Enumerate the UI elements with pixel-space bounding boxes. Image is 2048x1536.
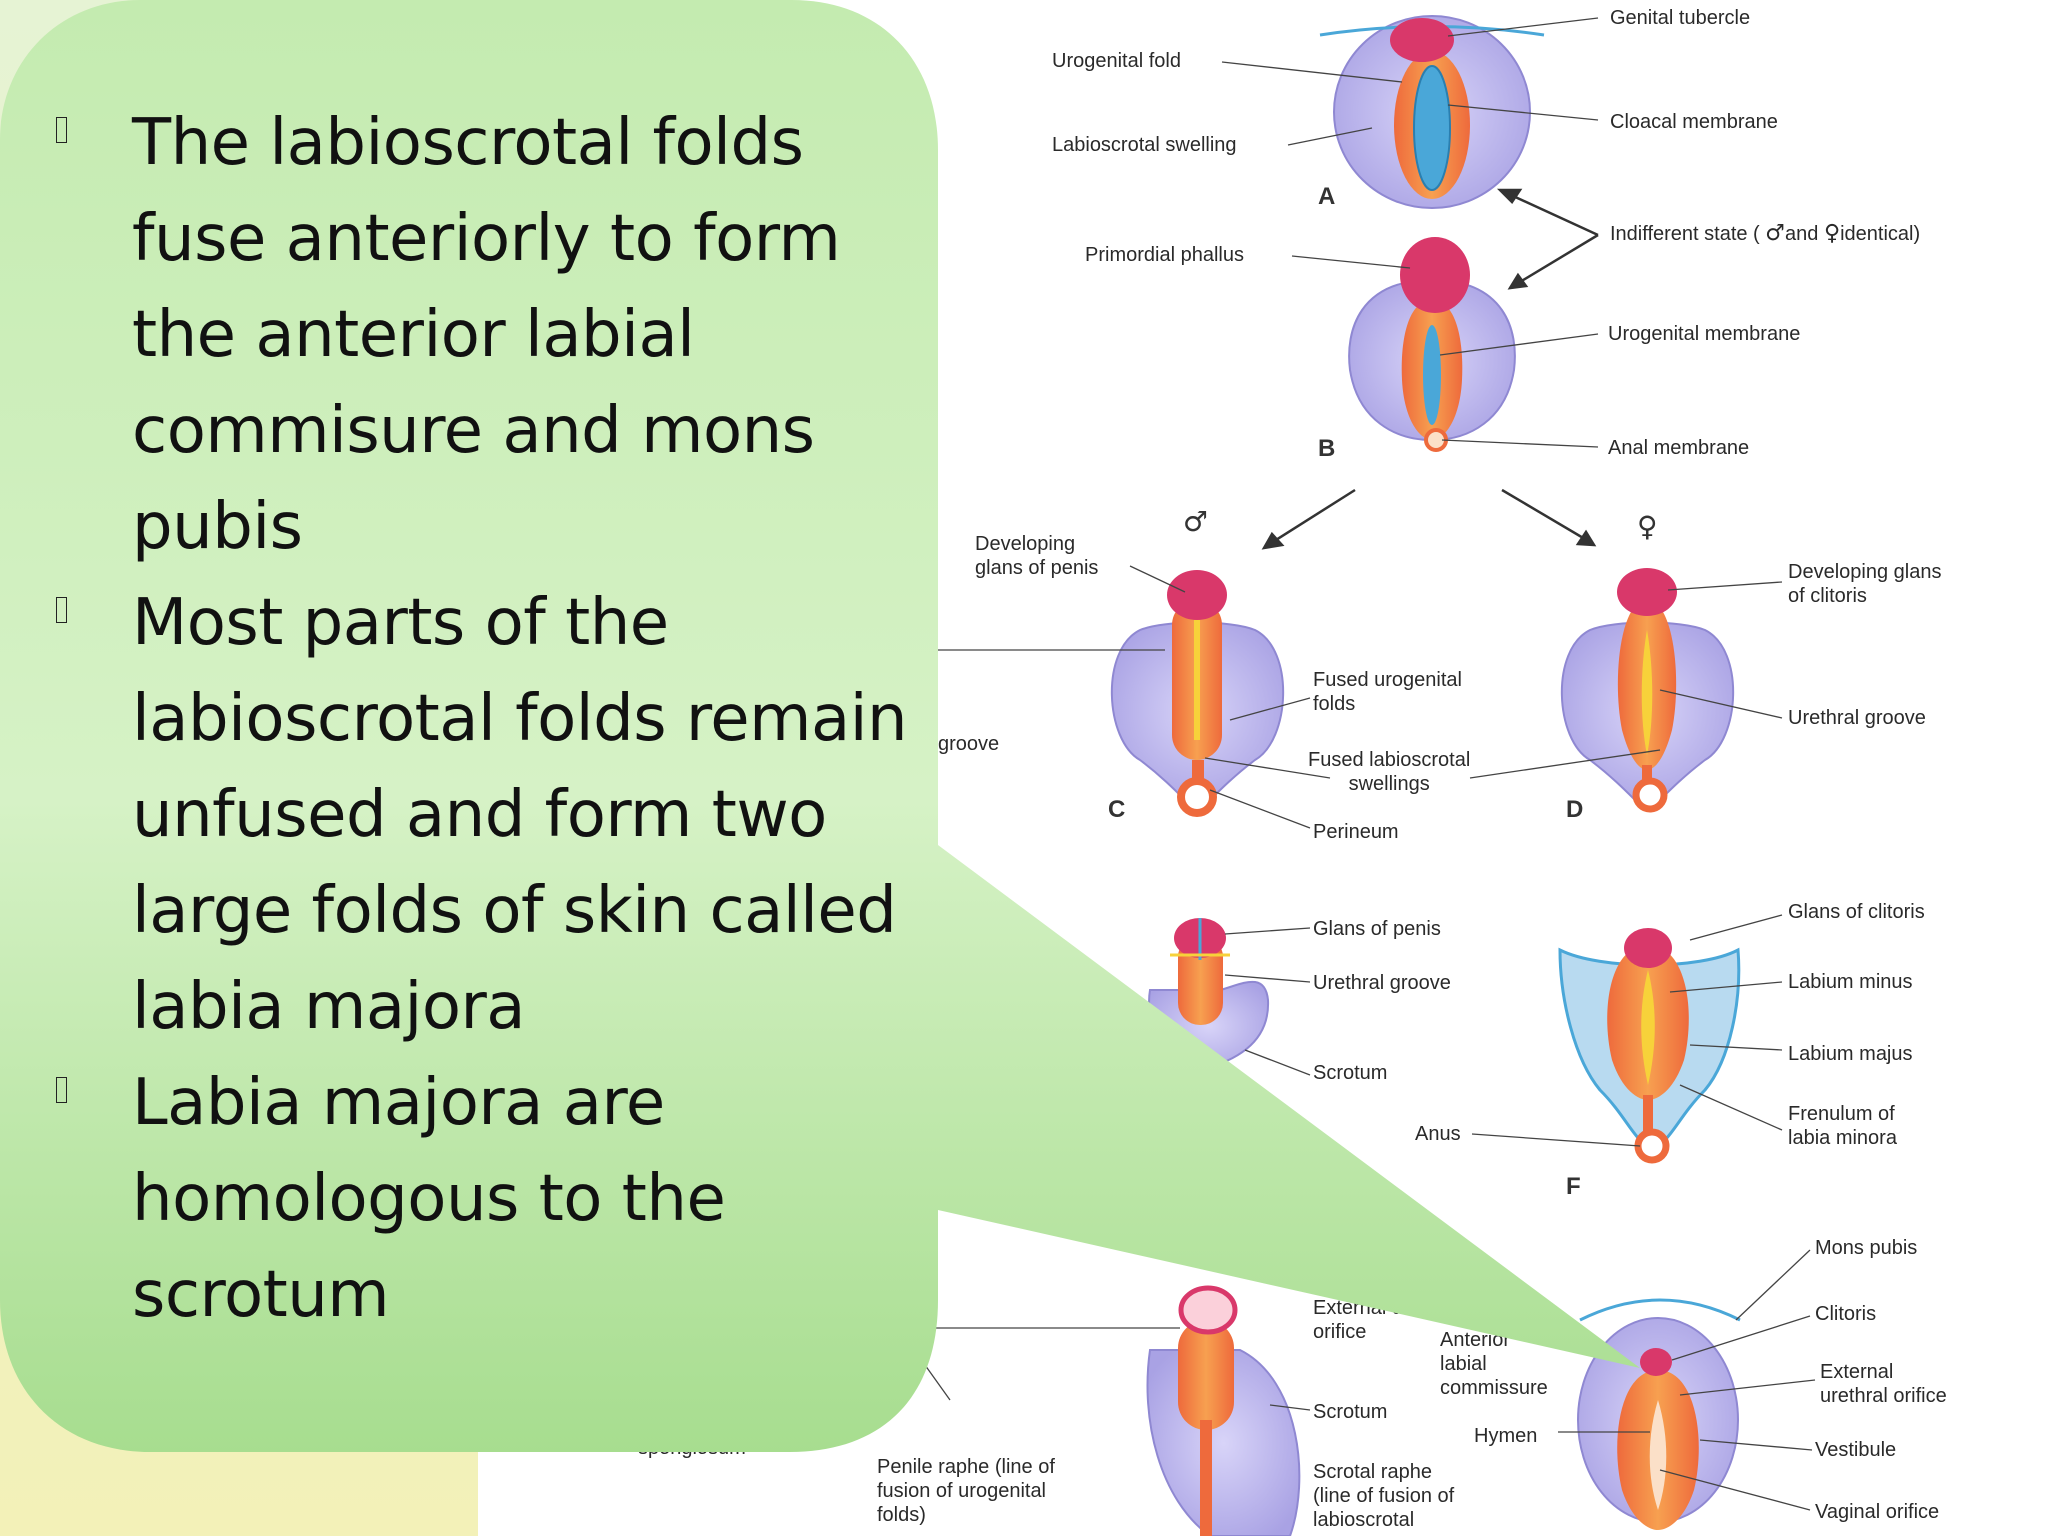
label-anal-membrane: Anal membrane [1608, 437, 1750, 459]
label-labioscrotal-swelling: Labioscrotal swelling [1052, 134, 1237, 156]
label-scrotum-g: Scrotum [1313, 1401, 1388, 1423]
female-symbol-inline: ♀ [1823, 221, 1841, 246]
label-labium-majus: Labium majus [1788, 1043, 1913, 1065]
panel-label-b: B [1318, 435, 1336, 462]
stage-h-figure [1577, 1298, 1741, 1530]
label-urethral-groove-e: Urethral groove [1313, 972, 1451, 994]
bullet-text-2: Most parts of the labioscrotal folds rem… [132, 586, 908, 1044]
panel-label-a: A [1318, 183, 1336, 210]
label-genital-tubercle: Genital tubercle [1610, 7, 1751, 29]
label-fused-urogenital-folds: Fused urogenital folds [1313, 669, 1462, 715]
label-hymen: Hymen [1474, 1425, 1538, 1447]
stage-e-figure [1148, 918, 1270, 1072]
stage-g-figure [1146, 1285, 1301, 1536]
label-scrotum-e: Scrotum [1313, 1062, 1388, 1084]
panel-label-f: F [1566, 1173, 1581, 1200]
panel-label-d: D [1566, 796, 1584, 823]
indifferent-text-a: Indifferent state ( [1610, 223, 1760, 245]
label-primordial-phallus: Primordial phallus [1085, 244, 1244, 266]
bullet-item-3: Labia majora are homologous to the scrot… [52, 1055, 912, 1343]
label-vaginal-orifice: Vaginal orifice [1815, 1501, 1940, 1523]
label-labium-minus: Labium minus [1788, 971, 1913, 993]
label-urethral-groove-d: Urethral groove [1788, 707, 1926, 729]
panel-label-c: C [1108, 796, 1126, 823]
label-glans-of-penis: Glans of penis [1313, 918, 1441, 940]
stage-a-figure [1319, 15, 1545, 209]
label-glans-of-clitoris: Glans of clitoris [1788, 901, 1925, 923]
label-penile-raphe: Penile raphe (line of fusion of urogenit… [877, 1456, 1055, 1526]
female-symbol: ♀ [1637, 510, 1658, 543]
label-urogenital-membrane: Urogenital membrane [1608, 323, 1801, 345]
bullet-item-1: The labioscrotal folds fuse anteriorly t… [52, 95, 912, 575]
bullet-marker [56, 1077, 67, 1103]
label-spongiosum-fragment: spongiosum [638, 1437, 746, 1459]
label-perineum: Perineum [1313, 821, 1399, 843]
label-mons-pubis: Mons pubis [1815, 1237, 1918, 1259]
label-scrotal-raphe: Scrotal raphe (line of fusion of labiosc… [1313, 1461, 1455, 1531]
stage-b-figure [1348, 237, 1516, 452]
label-frenulum: Frenulum of labia minora [1788, 1103, 1897, 1149]
bullet-list: The labioscrotal folds fuse anteriorly t… [52, 95, 912, 1343]
label-urogenital-fold: Urogenital fold [1052, 50, 1181, 72]
label-clitoris: Clitoris [1815, 1303, 1877, 1325]
label-anus: Anus [1415, 1123, 1461, 1145]
label-groove-fragment: groove [938, 733, 1000, 755]
bullet-item-2: Most parts of the labioscrotal folds rem… [52, 575, 912, 1055]
stage-f-figure [1558, 928, 1741, 1164]
male-symbol: ♂ [1183, 505, 1209, 538]
stage-c-figure [1110, 570, 1285, 817]
label-external-urethral-orifice-m: External u orifice [1313, 1297, 1404, 1343]
bullet-text-1: The labioscrotal folds fuse anteriorly t… [132, 106, 841, 564]
indifferent-text-b: identical) [1840, 223, 1921, 245]
label-developing-glans-penis: Developing glans of penis [975, 533, 1099, 579]
label-vestibule: Vestibule [1815, 1439, 1897, 1461]
label-indifferent-state: Indifferent state ( ♂and ♀identical) [1610, 221, 1920, 247]
indifferent-text-and: and [1785, 223, 1819, 245]
label-cloacal-membrane: Cloacal membrane [1610, 111, 1778, 133]
stage-d-figure [1560, 568, 1735, 813]
label-fused-labioscrotal-swellings: Fused labioscrotal swellings [1308, 749, 1471, 795]
bullet-marker [56, 117, 67, 143]
bullet-text-3: Labia majora are homologous to the scrot… [132, 1066, 726, 1332]
label-external-urethral-orifice-f: External urethral orifice [1820, 1361, 1947, 1407]
male-symbol-inline: ♂ [1765, 221, 1786, 246]
label-anterior-labial-commissure: Anterior labial commissure [1440, 1329, 1548, 1399]
bullet-marker [56, 597, 67, 623]
label-developing-glans-clitoris: Developing glans of clitoris [1788, 561, 1942, 607]
